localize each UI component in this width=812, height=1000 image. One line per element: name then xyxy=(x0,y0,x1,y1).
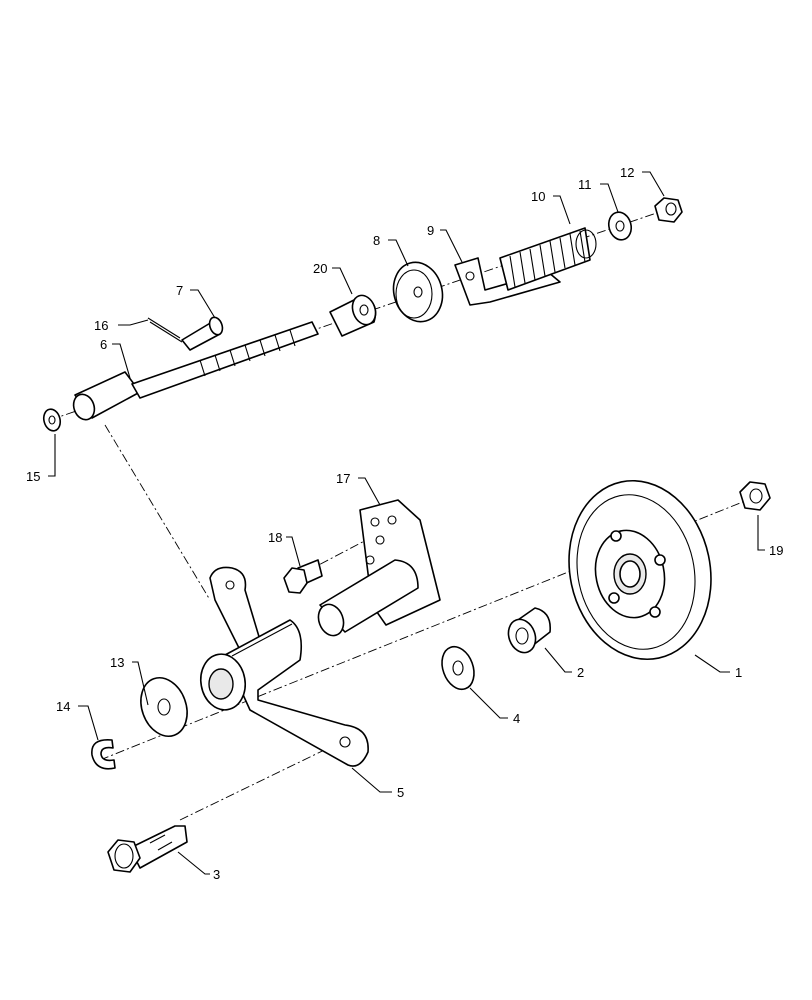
bracket-part xyxy=(317,499,441,637)
retaining-clip-part xyxy=(91,738,116,770)
callout-1: 1 xyxy=(735,665,742,680)
cotter-pin-part xyxy=(147,317,183,343)
flat-washer-part xyxy=(140,677,188,737)
cup-washer-part xyxy=(392,261,444,323)
callout-4: 4 xyxy=(513,711,520,726)
callout-8: 8 xyxy=(373,233,380,248)
threaded-rod-part xyxy=(72,321,319,421)
callout-20: 20 xyxy=(313,261,327,276)
spring-washer-part xyxy=(607,211,633,241)
callout-3: 3 xyxy=(213,867,220,882)
idler-arm-part xyxy=(199,566,369,767)
callout-12: 12 xyxy=(620,165,634,180)
pulley-part xyxy=(568,479,712,661)
callout-6: 6 xyxy=(100,337,107,352)
callout-19: 19 xyxy=(769,543,783,558)
small-washer-part xyxy=(42,408,62,432)
flange-bolt-part xyxy=(107,825,188,873)
flange-nut-part xyxy=(739,481,771,511)
callout-11: 11 xyxy=(578,177,592,192)
bushing-part xyxy=(507,607,552,654)
callout-16: 16 xyxy=(94,318,108,333)
leader-lines xyxy=(48,171,765,875)
callout-17: 17 xyxy=(336,471,350,486)
callout-labels: 1 2 3 4 5 6 7 8 9 10 11 12 13 14 15 16 1… xyxy=(26,165,783,882)
washer-part xyxy=(441,645,475,691)
bracket-plate-part xyxy=(454,257,561,306)
hex-bolt-part xyxy=(283,559,323,594)
callout-5: 5 xyxy=(397,785,404,800)
callout-14: 14 xyxy=(56,699,70,714)
callout-15: 15 xyxy=(26,469,40,484)
spring-part xyxy=(499,227,597,291)
nut-part xyxy=(654,197,683,223)
spacer-part xyxy=(329,294,377,337)
callout-18: 18 xyxy=(268,530,282,545)
callout-7: 7 xyxy=(176,283,183,298)
callout-10: 10 xyxy=(531,189,545,204)
clevis-pin-part xyxy=(181,316,224,351)
callout-13: 13 xyxy=(110,655,124,670)
callout-9: 9 xyxy=(427,223,434,238)
callout-2: 2 xyxy=(577,665,584,680)
